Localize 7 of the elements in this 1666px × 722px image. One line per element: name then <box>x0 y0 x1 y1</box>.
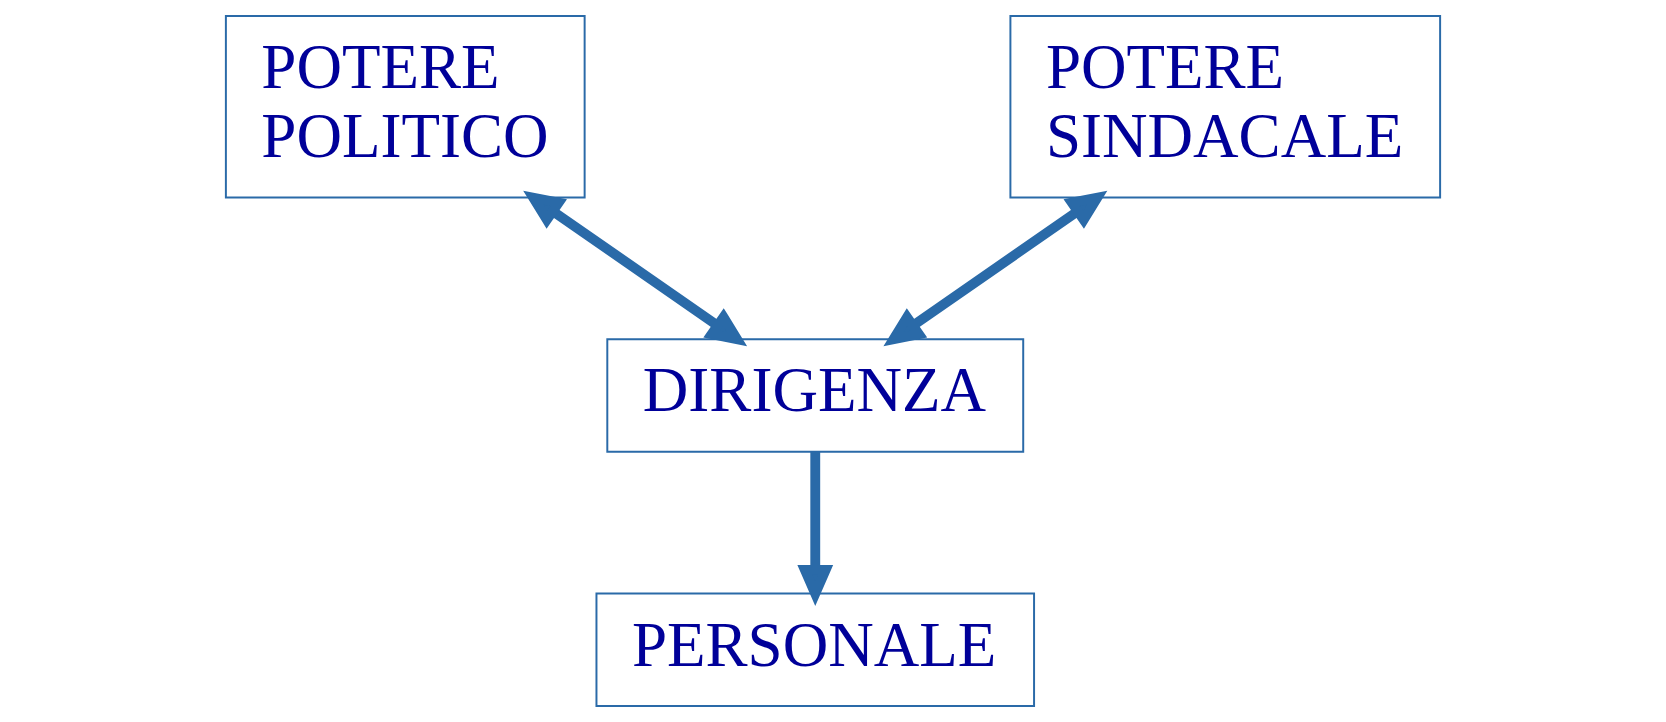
node-box: POTERE SINDACALE <box>1009 15 1442 199</box>
arrow <box>523 190 748 347</box>
node-box: DIRIGENZA <box>606 338 1025 453</box>
arrow <box>883 190 1108 347</box>
node-box: POTERE POLITICO <box>224 15 586 199</box>
arrow <box>797 451 834 606</box>
node-box: PERSONALE <box>595 592 1036 707</box>
